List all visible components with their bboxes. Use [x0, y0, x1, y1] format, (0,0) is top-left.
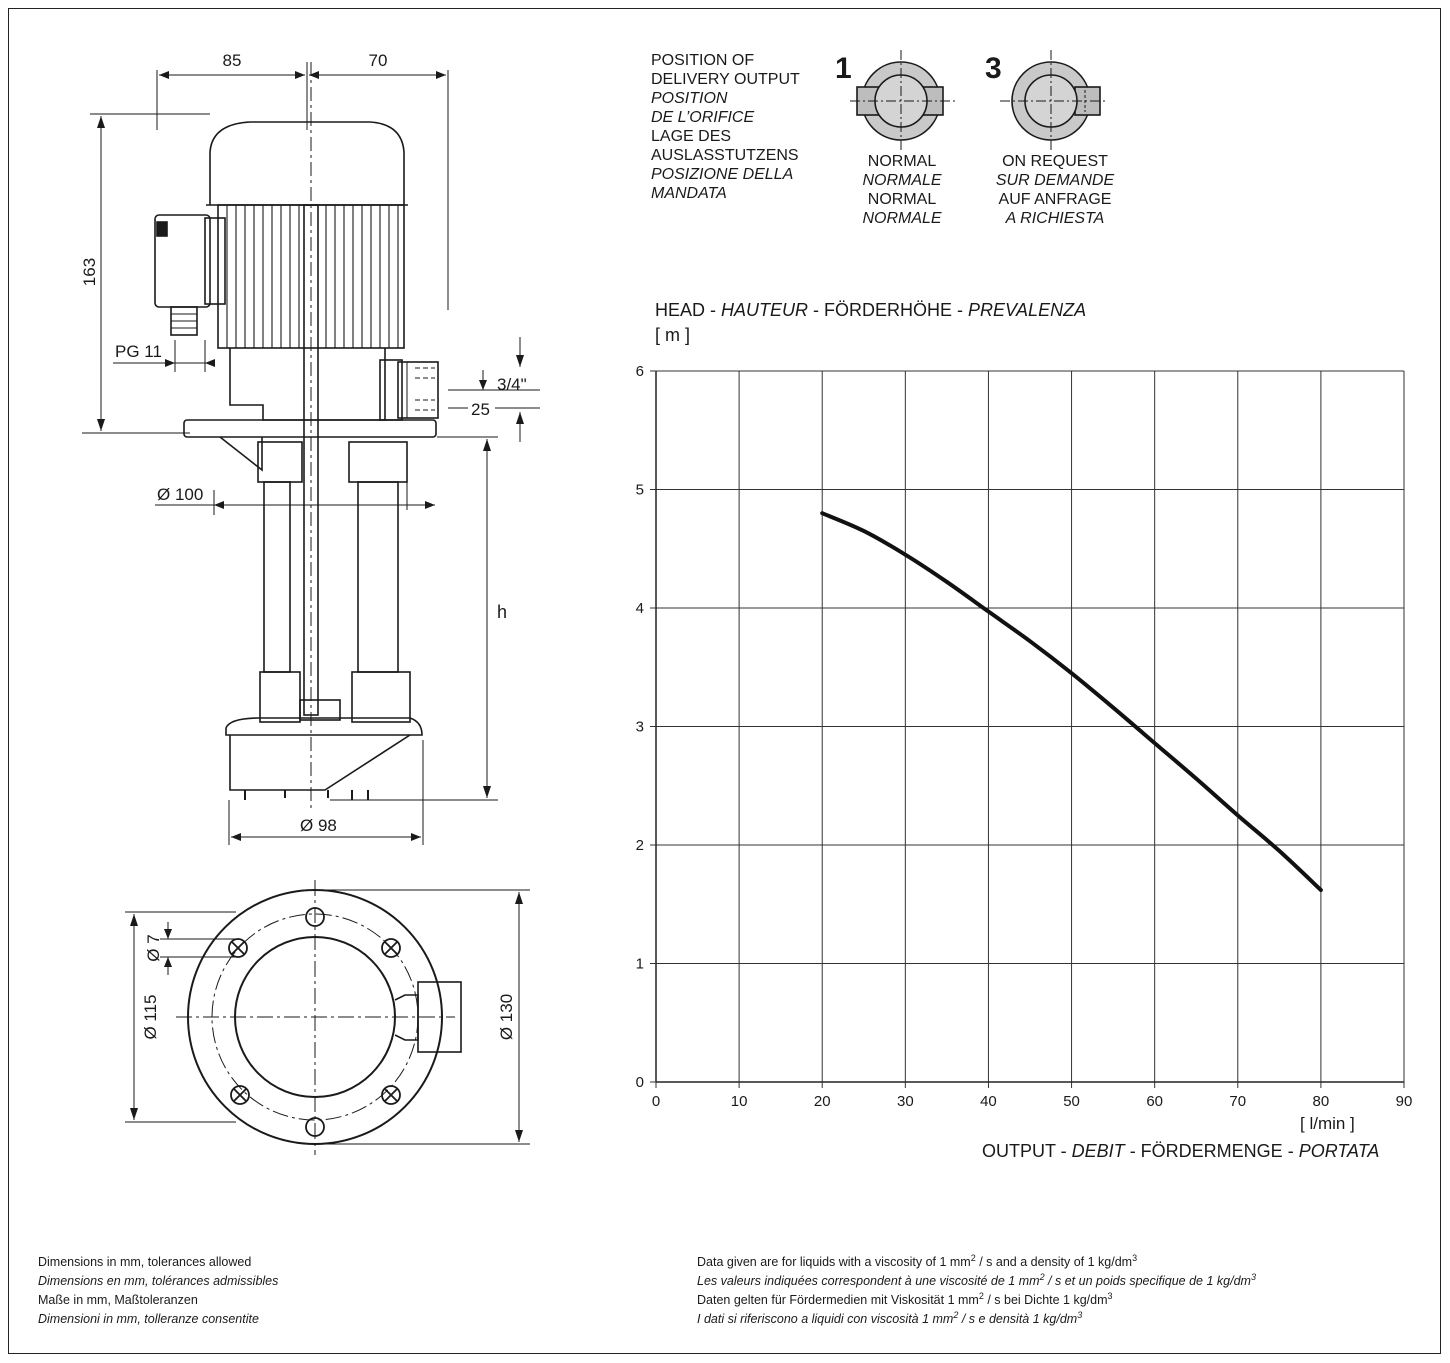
dim-pump-base-diameter: Ø 98	[300, 816, 337, 835]
footnote-line: Dimensioni in mm, tolleranze consentite	[38, 1312, 259, 1326]
dim-flange-diameter: Ø 100	[157, 485, 203, 504]
x-tick-label: 30	[897, 1093, 914, 1110]
delivery-position-1-number: 1	[835, 52, 852, 85]
x-tick-label: 70	[1229, 1093, 1246, 1110]
footnote-text: / s e densità 1 kg/dm	[958, 1312, 1078, 1326]
x-axis-title: OUTPUT - DEBIT - FÖRDERMENGE - PORTATA	[982, 1141, 1379, 1162]
footnote-superscript: 2	[970, 1253, 976, 1263]
delivery-position-label-line: POSITION	[651, 90, 728, 107]
footnote-line: Les valeurs indiquées correspondent à un…	[697, 1272, 1256, 1291]
y-tick-label: 6	[636, 363, 644, 380]
y-axis-unit: [ m ]	[655, 325, 690, 345]
dim-width-left: 85	[223, 51, 242, 70]
dim-outer-diameter: Ø 130	[497, 994, 516, 1040]
footnote-line: Daten gelten für Fördermedien mit Viskos…	[697, 1291, 1256, 1310]
delivery-position-labels: POSITION OF DELIVERY OUTPUT POSITION DE L’O…	[651, 51, 831, 203]
x-tick-label: 10	[731, 1093, 748, 1110]
x-axis-title-part: OUTPUT -	[982, 1141, 1072, 1161]
delivery-position-caption-line: NORMALE	[862, 210, 942, 227]
delivery-position-caption-line: NORMAL	[867, 153, 937, 170]
delivery-position-3-icon	[1000, 50, 1105, 150]
footnote-line: Data given are for liquids with a viscos…	[697, 1253, 1256, 1272]
y-tick-label: 2	[636, 837, 644, 854]
page-border	[8, 8, 1441, 1354]
delivery-position-label-line: DELIVERY OUTPUT	[651, 71, 800, 88]
dim-hole-circle-diameter: Ø 115	[141, 994, 160, 1039]
delivery-position-3-captions: ON REQUEST SUR DEMANDE AUF ANFRAGE A RICHIE…	[990, 152, 1120, 228]
delivery-position-label-line: POSITION OF	[651, 52, 755, 69]
dim-cable-gland: PG 11	[115, 342, 162, 361]
footnote-text: / s and a density of 1 kg/dm	[975, 1255, 1133, 1269]
footnote-superscript: 2	[1039, 1272, 1045, 1282]
x-tick-label: 40	[980, 1093, 997, 1110]
footnote-text: Daten gelten für Fördermedien mit Viskos…	[697, 1293, 979, 1307]
footnote-superscript: 3	[1132, 1253, 1138, 1263]
footnote-text: I dati si riferiscono a liquidi con visc…	[697, 1312, 954, 1326]
footnote-line: Dimensions in mm, tolerances allowed	[38, 1255, 252, 1269]
y-axis-title-part: HAUTEUR	[721, 300, 809, 320]
x-axis-title-part: PORTATA	[1298, 1141, 1380, 1161]
dim-height-total: 163	[80, 258, 99, 286]
y-tick-label: 5	[636, 482, 644, 499]
delivery-position-label-line: MANDATA	[651, 185, 727, 202]
footnote-line: Maße in mm, Maßtoleranzen	[38, 1293, 198, 1307]
x-tick-label: 50	[1063, 1093, 1080, 1110]
delivery-position-label-line: DE L’ORIFICE	[651, 109, 755, 126]
y-tick-label: 4	[636, 600, 644, 617]
footnote-superscript: 3	[1077, 1310, 1083, 1320]
x-axis-unit: [ l/min ]	[1300, 1114, 1355, 1133]
dim-outlet-offset: 25	[471, 400, 490, 419]
y-axis-title-part: PREVALENZA	[968, 300, 1087, 320]
x-tick-label: 20	[814, 1093, 831, 1110]
footnote-text: Les valeurs indiquées correspondent à un…	[697, 1274, 1040, 1288]
footnote-liquid-data: Data given are for liquids with a viscos…	[697, 1253, 1256, 1329]
delivery-position-caption-line: AUF ANFRAGE	[998, 191, 1112, 208]
x-tick-label: 0	[652, 1093, 660, 1110]
y-axis-title-part: HEAD -	[655, 300, 722, 320]
delivery-position-3-number: 3	[985, 52, 1002, 85]
delivery-position-caption-line: A RICHIESTA	[1005, 210, 1105, 227]
y-tick-label: 3	[636, 719, 644, 736]
x-tick-label: 80	[1313, 1093, 1330, 1110]
delivery-position-caption-line: ON REQUEST	[1002, 153, 1108, 170]
delivery-position-1-captions: NORMAL NORMALE NORMAL NORMALE	[852, 152, 952, 228]
footnote-text: / s et un poids specifique de 1 kg/dm	[1044, 1274, 1251, 1288]
delivery-position-caption-line: NORMALE	[862, 172, 942, 189]
footnote-superscript: 3	[1250, 1272, 1256, 1282]
pump-curve-line	[820, 511, 1323, 893]
footnote-text: / s bei Dichte 1 kg/dm	[983, 1293, 1108, 1307]
x-tick-label: 90	[1396, 1093, 1413, 1110]
delivery-position-label-line: AUSLASSTUTZENS	[651, 147, 799, 164]
footnote-superscript: 2	[978, 1291, 984, 1301]
delivery-position-label-line: POSIZIONE DELLA	[651, 166, 794, 183]
dim-width-right: 70	[369, 51, 388, 70]
delivery-position-caption-line: SUR DEMANDE	[995, 172, 1115, 189]
footnote-line: I dati si riferiscono a liquidi con visc…	[697, 1310, 1256, 1329]
delivery-position-1-icon	[850, 50, 955, 150]
delivery-position-label-line: LAGE DES	[651, 128, 732, 145]
footnote-text: Data given are for liquids with a viscos…	[697, 1255, 971, 1269]
x-axis-title-part: DEBIT	[1071, 1141, 1125, 1161]
y-tick-label: 0	[636, 1074, 644, 1091]
y-axis-title-part: - FÖRDERHÖHE -	[808, 300, 969, 320]
dim-hole-diameter: Ø 7	[144, 934, 163, 961]
footnote-superscript: 2	[953, 1310, 959, 1320]
x-tick-label: 60	[1146, 1093, 1163, 1110]
y-axis-title: HEAD - HAUTEUR - FÖRDERHÖHE - PREVALENZA	[655, 300, 1086, 321]
y-tick-label: 1	[636, 956, 644, 973]
dim-immersion-depth: h	[497, 602, 507, 622]
footnote-line: Dimensions en mm, tolérances admissibles	[38, 1274, 279, 1288]
x-axis-title-part: - FÖRDERMENGE -	[1124, 1141, 1299, 1161]
dim-outlet-thread: 3/4"	[497, 375, 527, 394]
delivery-position-caption-line: NORMAL	[867, 191, 937, 208]
footnote-superscript: 3	[1107, 1291, 1113, 1301]
